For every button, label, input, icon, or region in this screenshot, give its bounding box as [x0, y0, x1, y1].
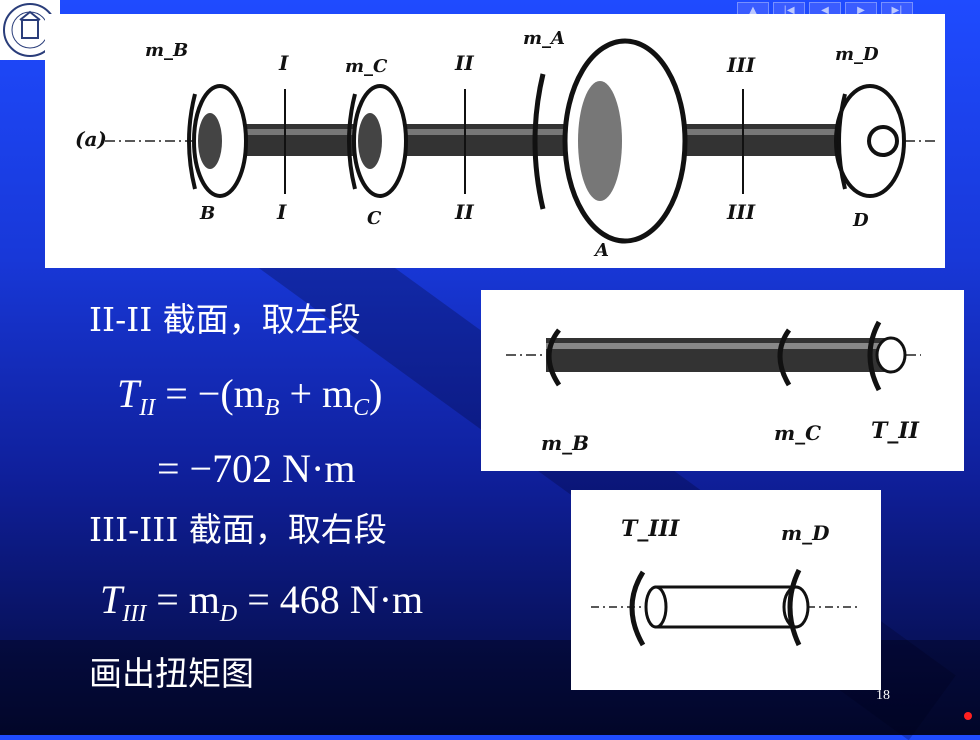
label-c: C [367, 208, 382, 229]
label-m-d: m_D [835, 44, 879, 65]
label-section-i-top: I [278, 51, 289, 75]
last-icon: ▶| [891, 5, 903, 16]
label-a: A [593, 240, 609, 261]
back-icon: |◀ [783, 5, 795, 16]
formula-close-paren: ) [369, 371, 383, 416]
right-label-m-d: m_D [781, 521, 830, 545]
accent-dot [964, 712, 972, 720]
formula-t-ii-value: = −702 N·m [157, 446, 356, 491]
label-b: B [199, 203, 215, 224]
label-section-iii-bottom: III [726, 200, 756, 224]
formula-sub-d: D [219, 601, 238, 627]
formula-t-ii-rhs: = −(m [165, 371, 265, 416]
shaft-diagram-figure: (a) m_B I m_C II m_A III m_D B I C II A … [45, 14, 945, 268]
first-icon: ▲ [749, 5, 757, 16]
formula-t-iii-value: = 468 N·m [237, 577, 424, 622]
formula-t-iii: TIII = mD = 468 N·m [100, 576, 423, 628]
formula-sub-b: B [264, 395, 280, 421]
right-segment-figure: T_III m_D [571, 490, 881, 690]
section-iii-heading: III-III 截面，取右段 [89, 510, 387, 549]
left-label-t-ii: T_II [871, 418, 920, 444]
left-segment-figure: m_B m_C T_II [481, 290, 964, 471]
left-label-m-c: m_C [774, 421, 821, 445]
label-section-i-bottom: I [276, 200, 287, 224]
formula-t-iii-sub: III [122, 601, 147, 627]
label-section-iii-top: III [726, 53, 756, 77]
formula-sub-c: C [353, 395, 370, 421]
prev-icon: ◀ [821, 5, 829, 16]
label-m-a: m_A [523, 28, 565, 49]
next-icon: ▶ [857, 5, 865, 16]
label-section-ii-bottom: II [454, 200, 474, 224]
formula-eq-m: = m [146, 577, 220, 622]
formula-t-ii-sub: II [139, 395, 156, 421]
label-m-c: m_C [345, 56, 388, 77]
right-label-t-iii: T_III [621, 516, 680, 542]
formula-plus-m: + m [279, 371, 354, 416]
label-d: D [852, 210, 869, 231]
figure-a-prefix: (a) [75, 127, 107, 151]
section-ii-heading: II-II 截面，取左段 [89, 300, 361, 339]
left-label-m-b: m_B [541, 431, 589, 455]
formula-t-iii-lhs: T [100, 577, 123, 622]
footer-instruction: 画出扭矩图 [89, 654, 254, 693]
formula-t-ii-lhs: T [117, 371, 140, 416]
label-section-ii-top: II [454, 51, 474, 75]
label-m-b: m_B [145, 40, 188, 61]
page-number: 18 [876, 688, 890, 703]
formula-t-ii: TII = −(mB + mC) [117, 370, 382, 422]
